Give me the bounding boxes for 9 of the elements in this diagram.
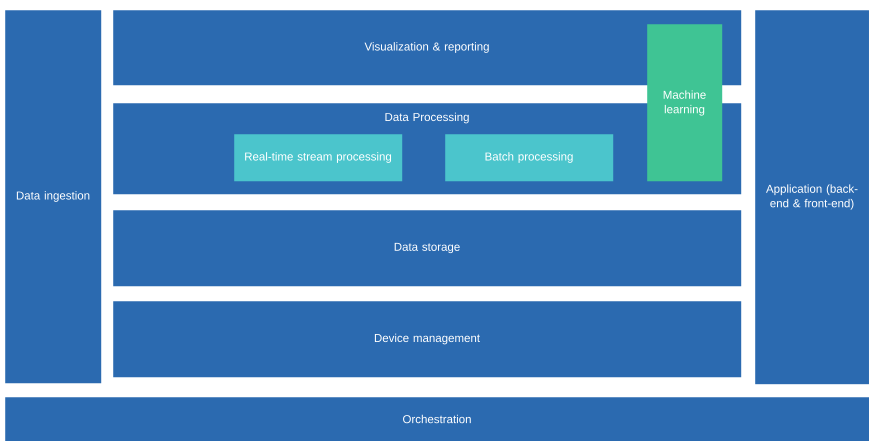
- layer-box: Device management: [113, 301, 742, 378]
- layer-box: Data storage: [113, 210, 742, 286]
- process-box: Batch processing: [445, 134, 614, 182]
- process-box: Real-time stream processing: [234, 134, 402, 182]
- layer-box: Application (back-end & front-end): [755, 10, 869, 384]
- layer-box: Orchestration: [5, 397, 869, 441]
- layer-box: Visualization & reporting: [113, 10, 742, 86]
- process-box: Machine learning: [647, 24, 722, 182]
- layer-box: Data ingestion: [5, 10, 102, 384]
